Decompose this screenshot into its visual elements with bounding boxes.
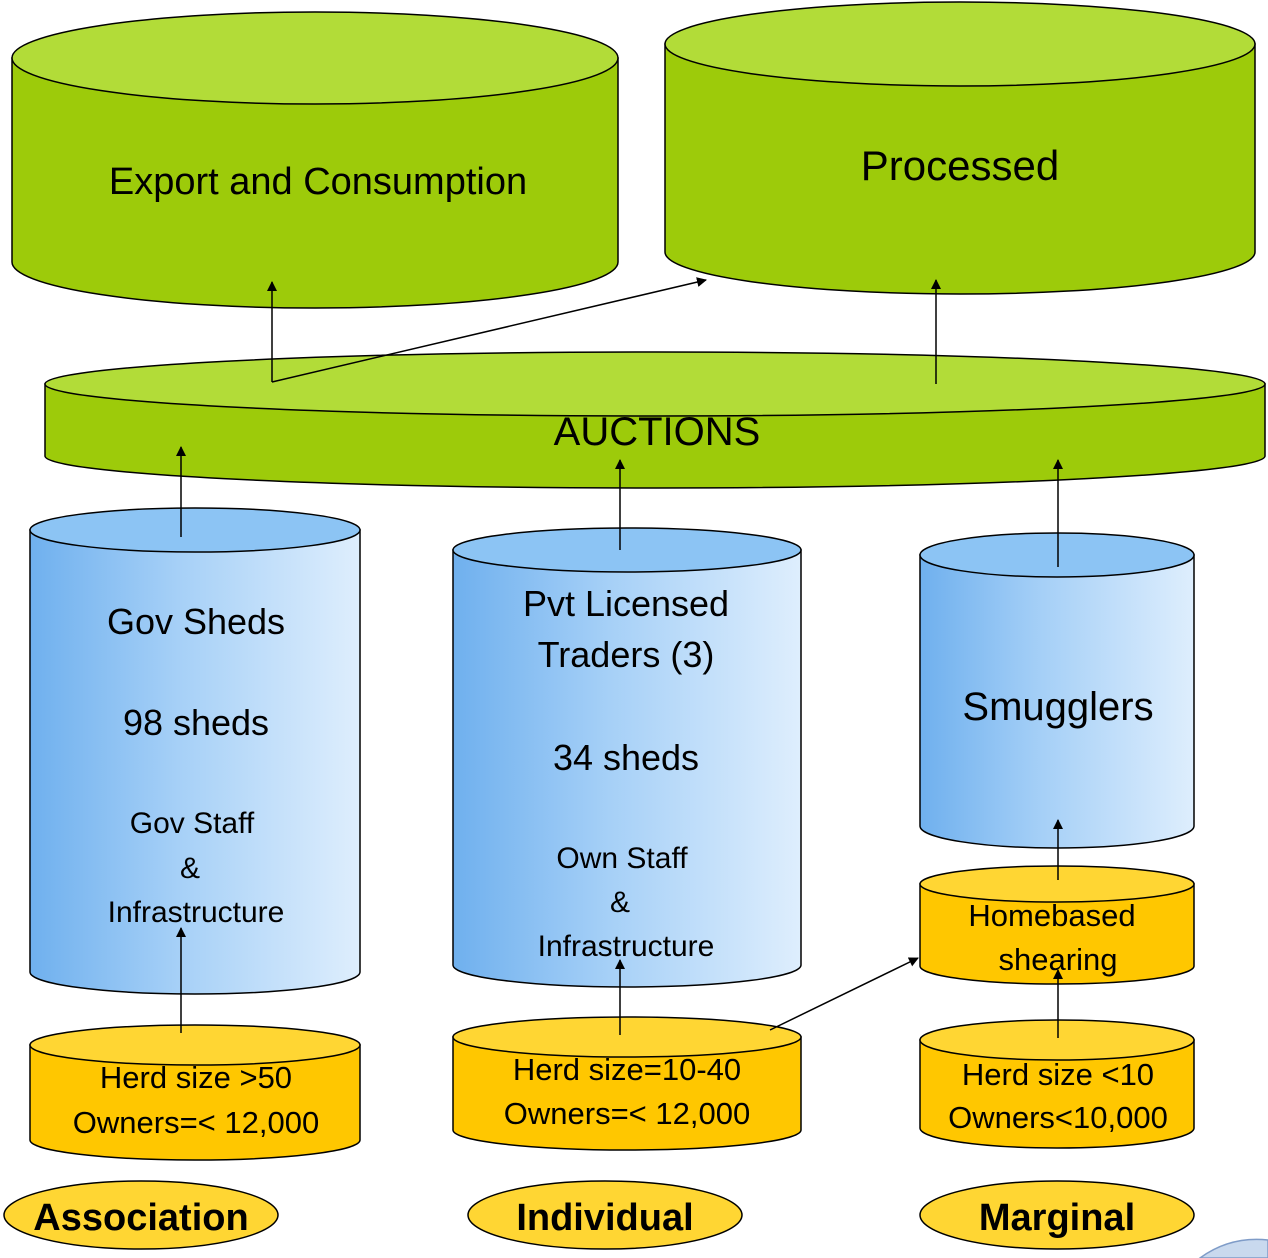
pvt-traders-title-line2: Traders (3): [538, 634, 715, 675]
category-individual-label: Individual: [516, 1197, 693, 1239]
category-marginal-oval: Marginal: [919, 1180, 1195, 1250]
export-consumption-label: Export and Consumption: [109, 161, 527, 203]
processed-cylinder: Processed: [664, 1, 1256, 295]
pvt-traders-cylinder: Pvt Licensed Traders (3) 34 sheds Own St…: [452, 527, 802, 988]
category-association-label: Association: [33, 1197, 248, 1239]
herd-individual-line2: Owners=< 12,000: [504, 1096, 750, 1131]
homebased-shearing-cylinder: Homebased shearing: [919, 865, 1195, 985]
homebased-line1: Homebased: [968, 898, 1135, 933]
own-staff-line2: &: [610, 886, 630, 919]
herd-marginal-line1: Herd size <10: [962, 1057, 1154, 1092]
own-staff-line3: Infrastructure: [538, 930, 715, 963]
pvt-traders-title-line1: Pvt Licensed: [523, 583, 729, 624]
gov-staff-line3: Infrastructure: [108, 896, 285, 929]
herd-marginal-line2: Owners<10,000: [948, 1100, 1168, 1135]
pvt-traders-count: 34 sheds: [553, 737, 699, 778]
herd-association-line1: Herd size >50: [100, 1060, 292, 1095]
herd-association-cylinder: Herd size >50 Owners=< 12,000: [29, 1024, 361, 1161]
gov-sheds-cylinder: Gov Sheds 98 sheds Gov Staff & Infrastru…: [29, 507, 361, 995]
corner-logo: [1198, 1238, 1268, 1258]
gov-sheds-title: Gov Sheds: [107, 601, 285, 642]
arrow-auctions-to-processed: [271, 277, 707, 383]
herd-individual-cylinder: Herd size=10-40 Owners=< 12,000: [452, 1016, 802, 1151]
gov-sheds-count: 98 sheds: [123, 702, 269, 743]
arrow-herd-individual-to-homebased: [769, 957, 919, 1031]
herd-association-line2: Owners=< 12,000: [73, 1105, 319, 1140]
gov-staff-line2: &: [180, 852, 200, 885]
auctions-cylinder: AUCTIONS: [44, 351, 1266, 489]
flow-arrows: [176, 277, 1063, 1038]
gov-staff-line1: Gov Staff: [130, 807, 255, 840]
export-consumption-cylinder: Export and Consumption: [11, 11, 619, 309]
category-association-oval: Association: [3, 1180, 279, 1250]
processed-label: Processed: [861, 142, 1059, 189]
own-staff-line1: Own Staff: [556, 842, 688, 875]
auctions-label: AUCTIONS: [554, 410, 761, 454]
category-individual-oval: Individual: [467, 1180, 743, 1250]
smugglers-cylinder: Smugglers: [919, 532, 1195, 849]
herd-marginal-cylinder: Herd size <10 Owners<10,000: [919, 1019, 1195, 1149]
herd-individual-line1: Herd size=10-40: [513, 1052, 741, 1087]
category-marginal-label: Marginal: [979, 1197, 1135, 1239]
smugglers-label: Smugglers: [962, 685, 1153, 729]
